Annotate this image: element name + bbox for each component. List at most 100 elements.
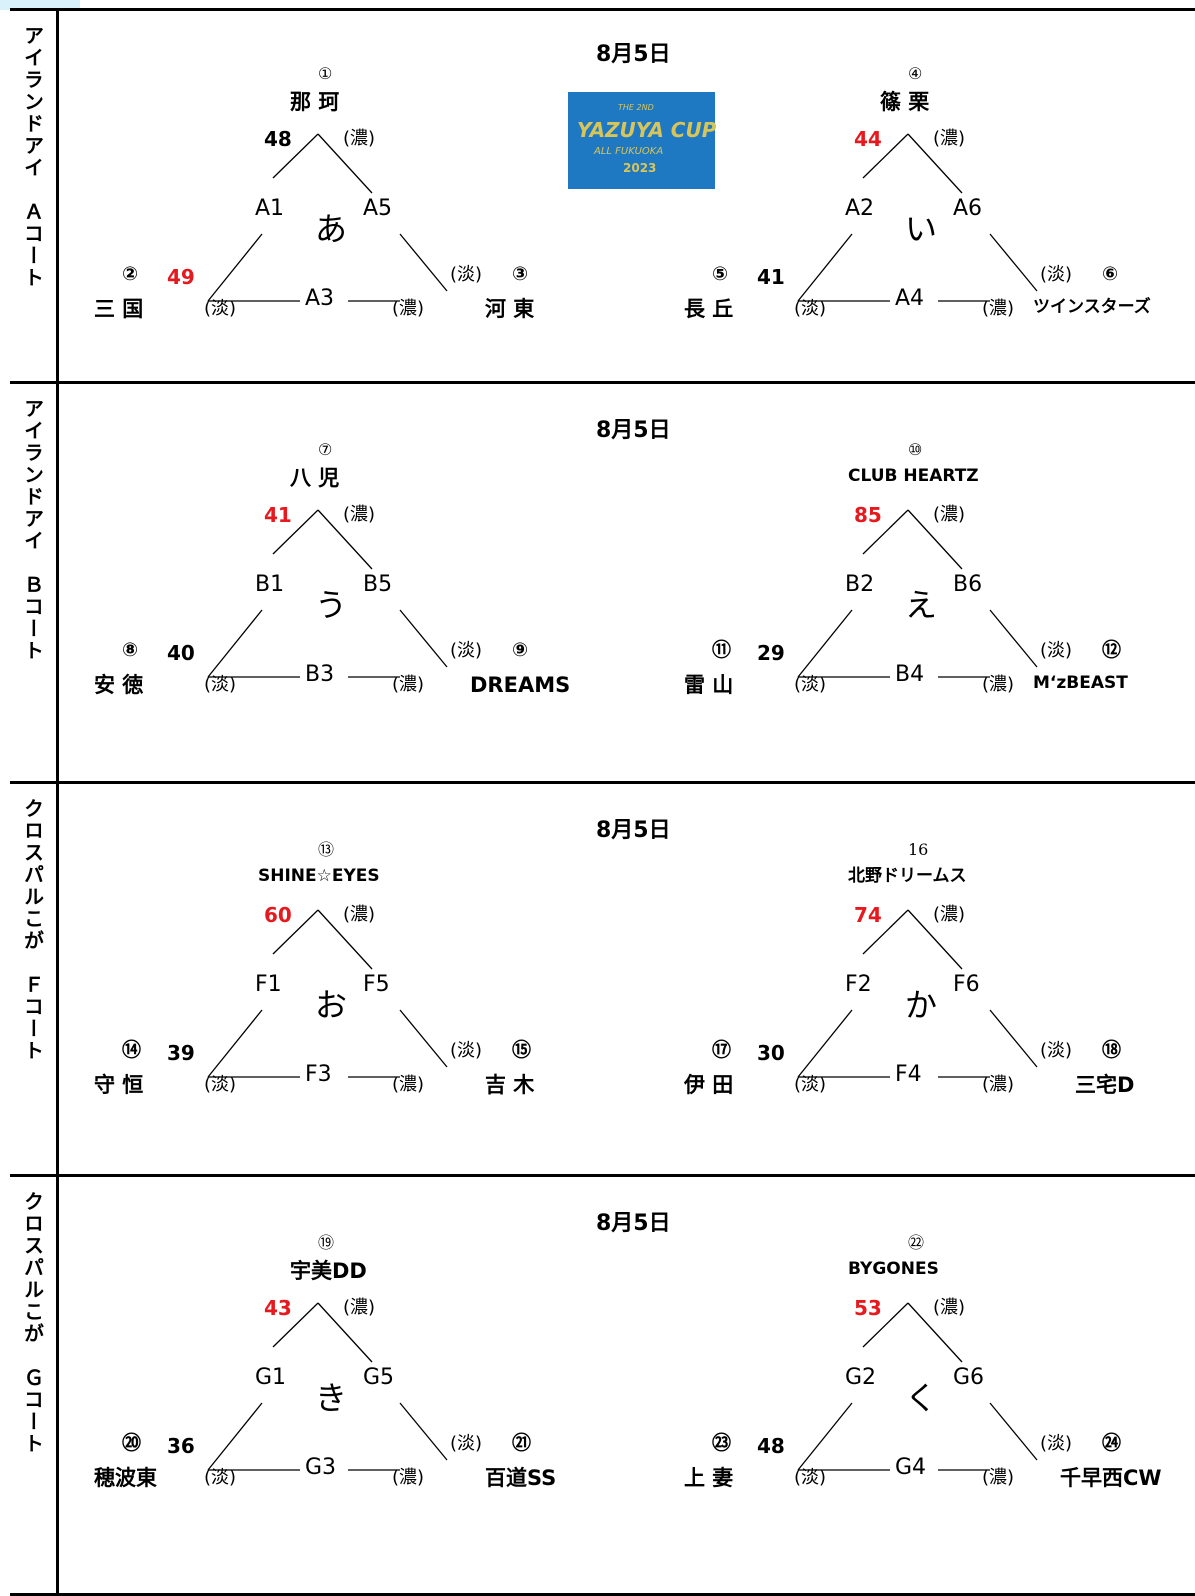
team-name-left: 上 妻 (684, 1466, 734, 1490)
team-number: ⑱ (1102, 1039, 1122, 1061)
dark-label: (濃) (933, 1297, 966, 1318)
match-slot: G2 (845, 1365, 877, 1390)
match-slot: A6 (953, 196, 983, 221)
match-slot: B6 (953, 572, 983, 597)
group-name: う (315, 586, 348, 624)
match-slot: F6 (953, 972, 980, 997)
light-label: (淡) (1040, 264, 1073, 285)
top-score: 48 (264, 127, 292, 151)
court-section: クロスパルこが Ｇコート (10, 1177, 1195, 1596)
light-label: (淡) (204, 298, 237, 319)
team-name-top: 宇美DD (290, 1259, 367, 1283)
match-slot: F2 (845, 972, 872, 997)
match-slot: B4 (895, 662, 925, 687)
team-number: ㉑ (512, 1432, 532, 1454)
date-label: 8月5日 (596, 42, 671, 67)
left-score: 36 (167, 1434, 195, 1458)
team-name-left: 三 国 (94, 297, 144, 321)
dark-label: (濃) (933, 128, 966, 149)
team-number: ④ (908, 64, 923, 83)
team-name-left: 守 恒 (94, 1073, 144, 1097)
match-slot: G1 (255, 1365, 287, 1390)
match-slot: F1 (255, 972, 282, 997)
court-section: アイランドアイ Ｂコート (10, 384, 1195, 784)
match-slot: G5 (363, 1365, 395, 1390)
date-label: 8月5日 (596, 1211, 671, 1236)
logo-line-4: 2023 (623, 161, 657, 175)
light-label: (淡) (204, 1467, 237, 1488)
team-number: ⑭ (122, 1039, 142, 1061)
team-name-top: BYGONES (848, 1259, 939, 1279)
group-name: お (315, 986, 348, 1024)
team-number: 16 (908, 840, 929, 859)
court-side-label-box: クロスパルこが Ｇコート (10, 1177, 59, 1593)
group-name: か (905, 986, 938, 1024)
team-name-top: SHINE☆EYES (258, 866, 380, 886)
dark-label: (濃) (982, 1467, 1015, 1488)
logo-line-1: THE 2ND (618, 103, 654, 112)
team-number: ⑦ (318, 440, 333, 459)
team-name-left: 雷 山 (684, 673, 734, 697)
dark-label: (濃) (392, 674, 425, 695)
dark-label: (濃) (933, 904, 966, 925)
team-number: ㉓ (712, 1432, 732, 1454)
dark-label: (濃) (343, 904, 376, 925)
team-name-right: 三宅D (1075, 1073, 1135, 1097)
dark-label: (濃) (392, 298, 425, 319)
dark-label: (濃) (392, 1467, 425, 1488)
team-name-top: 北野ドリームス (848, 866, 967, 886)
match-slot: G4 (895, 1455, 927, 1480)
court-side-label: クロスパルこが Ｇコート (20, 1191, 45, 1455)
team-number: ㉔ (1102, 1432, 1122, 1454)
match-slot: G6 (953, 1365, 985, 1390)
left-score: 48 (757, 1434, 785, 1458)
top-score: 85 (854, 503, 882, 527)
team-name-top: CLUB HEARTZ (848, 466, 979, 486)
team-name-left: 安 徳 (94, 673, 144, 697)
match-slot: A2 (845, 196, 875, 221)
light-label: (淡) (1040, 1433, 1073, 1454)
light-label: (淡) (450, 1040, 483, 1061)
light-label: (淡) (450, 640, 483, 661)
light-label: (淡) (794, 298, 827, 319)
light-label: (淡) (794, 1467, 827, 1488)
dark-label: (濃) (982, 298, 1015, 319)
top-score: 60 (264, 903, 292, 927)
team-number: ⑧ (122, 639, 139, 661)
court-side-label-box: アイランドアイ Ｂコート (10, 384, 59, 781)
team-number: ⑥ (1102, 263, 1119, 285)
team-number: ⑩ (908, 440, 923, 459)
match-slot: A5 (363, 196, 393, 221)
light-label: (淡) (794, 1074, 827, 1095)
left-score: 49 (167, 265, 195, 289)
light-label: (淡) (1040, 640, 1073, 661)
group-name: き (315, 1379, 348, 1417)
match-slot: F4 (895, 1062, 922, 1087)
match-slot: G3 (305, 1455, 337, 1480)
team-name-right: DREAMS (470, 673, 571, 697)
light-label: (淡) (1040, 1040, 1073, 1061)
team-number: ① (318, 64, 333, 83)
court-side-label-box: クロスパルこが Ｆコート (10, 784, 59, 1174)
top-score: 74 (854, 903, 882, 927)
court-side-label-box: アイランドアイ Ａコート (10, 11, 59, 381)
light-label: (淡) (450, 264, 483, 285)
date-label: 8月5日 (596, 418, 671, 443)
team-number: ③ (512, 263, 529, 285)
court-side-label: アイランドアイ Ｂコート (20, 398, 45, 662)
match-slot: F5 (363, 972, 390, 997)
dark-label: (濃) (343, 504, 376, 525)
top-bar (0, 0, 1195, 10)
top-score: 43 (264, 1296, 292, 1320)
dark-label: (濃) (982, 674, 1015, 695)
match-slot: B1 (255, 572, 285, 597)
court-side-label: クロスパルこが Ｆコート (20, 798, 45, 1062)
court-section: クロスパルこが Ｆコート (10, 784, 1195, 1177)
top-score: 41 (264, 503, 292, 527)
team-number: ⑮ (512, 1039, 532, 1061)
team-name-top: 八 児 (290, 466, 340, 490)
left-score: 41 (757, 265, 785, 289)
top-score: 44 (854, 127, 882, 151)
light-label: (淡) (204, 1074, 237, 1095)
